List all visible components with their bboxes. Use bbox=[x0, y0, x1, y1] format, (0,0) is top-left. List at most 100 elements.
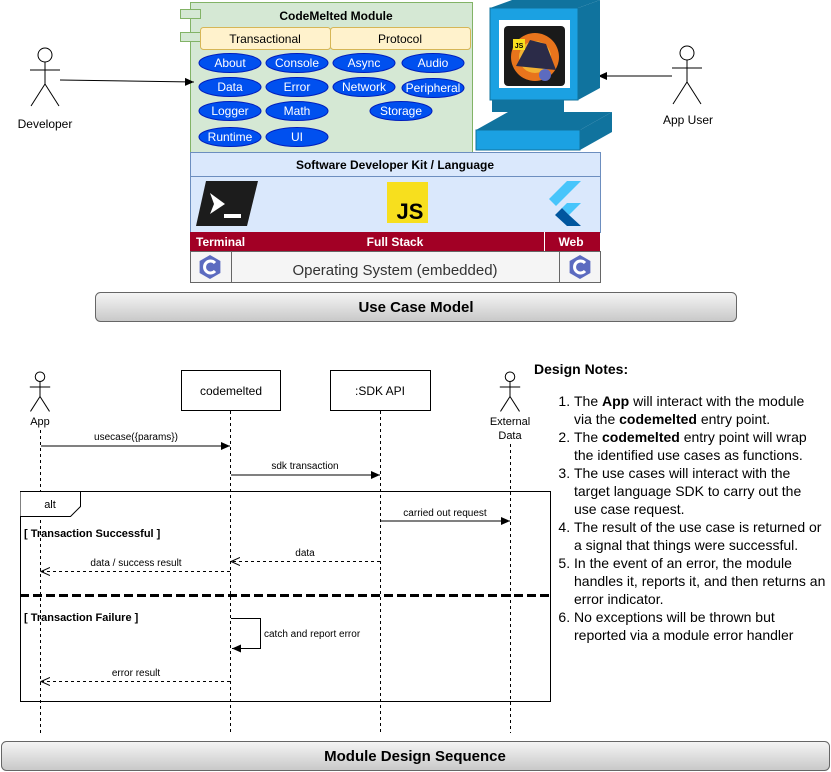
module-design-bar bbox=[1, 741, 830, 771]
computer-icon: JS bbox=[475, 0, 612, 151]
note-text: The result of the use case is returned o… bbox=[574, 519, 822, 553]
use-case-label: Runtime bbox=[208, 130, 253, 144]
design-note-item: The use cases will interact with the tar… bbox=[574, 464, 826, 518]
design-note-item: The result of the use case is returned o… bbox=[574, 518, 826, 554]
guard-success: [ Transaction Successful ] bbox=[24, 528, 161, 540]
lifeline-codemelted-label: codemelted bbox=[200, 384, 262, 398]
note-text: entry point will wrap the identified use… bbox=[574, 429, 807, 463]
bar-fullstack: Full Stack bbox=[367, 235, 424, 249]
msg-usecase: usecase({params}) bbox=[94, 432, 178, 443]
note-text: The use cases will interact with the tar… bbox=[574, 465, 802, 517]
use-case-ui: UI bbox=[265, 127, 329, 147]
lifeline-sdk-api-label: :SDK API bbox=[355, 384, 405, 398]
use-case-model-bar bbox=[95, 292, 737, 322]
category-transactional: Transactional bbox=[229, 32, 301, 46]
lifeline-external-label-2: Data bbox=[498, 430, 522, 442]
use-case-math: Math bbox=[265, 101, 329, 121]
os-box bbox=[190, 251, 601, 283]
js-icon: JS bbox=[387, 182, 428, 224]
lifeline-codemelted-box bbox=[181, 370, 281, 411]
use-case-label: Async bbox=[348, 56, 381, 70]
note-text: In the event of an error, the module han… bbox=[574, 555, 826, 607]
msg-self-arrow bbox=[231, 618, 261, 653]
msg-carried-out: carried out request bbox=[403, 508, 487, 519]
c-language-icon bbox=[569, 255, 591, 279]
note-text: The bbox=[574, 393, 603, 409]
svg-text:JS: JS bbox=[515, 43, 524, 50]
use-case-network: Network bbox=[332, 77, 396, 97]
use-case-label: Math bbox=[284, 104, 311, 118]
use-case-label: Network bbox=[342, 80, 387, 94]
app-logo-icon: JS bbox=[504, 26, 565, 86]
runtime-bar bbox=[190, 232, 600, 251]
msg-error-result: error result bbox=[112, 668, 161, 679]
use-case-label: Audio bbox=[418, 56, 449, 70]
module-title: CodeMelted Module bbox=[279, 9, 393, 23]
bar-terminal: Terminal bbox=[196, 235, 245, 249]
design-notes: Design Notes: The App will interact with… bbox=[534, 360, 826, 644]
developer-label: Developer bbox=[18, 117, 73, 131]
use-case-peripheral: Peripheral bbox=[401, 78, 465, 98]
c-language-icon bbox=[199, 255, 221, 279]
os-label: Operating System (embedded) bbox=[292, 262, 497, 279]
developer-arrow bbox=[59, 77, 195, 86]
note-emphasis: App bbox=[602, 393, 630, 409]
note-text: will interact with the module via the bbox=[574, 393, 805, 427]
use-case-runtime: Runtime bbox=[198, 127, 262, 147]
alt-fragment-tab bbox=[20, 491, 81, 517]
lifeline-sdk-api-box bbox=[330, 370, 431, 411]
use-case-label: Error bbox=[284, 80, 311, 94]
actor-app bbox=[29, 371, 51, 412]
use-case-about: About bbox=[198, 53, 262, 73]
msg-catch-report: catch and report error bbox=[264, 629, 361, 640]
lifeline-app-label: App bbox=[30, 416, 50, 428]
app-user-label: App User bbox=[663, 113, 713, 127]
component-tab-icon bbox=[180, 9, 201, 19]
lifeline-external-label-1: External bbox=[490, 416, 530, 428]
design-notes-title: Design Notes: bbox=[534, 361, 629, 377]
actor-external-data bbox=[499, 371, 521, 412]
note-text: entry point. bbox=[696, 411, 771, 427]
note-text: The bbox=[574, 429, 603, 445]
design-note-item: The codemelted entry point will wrap the… bbox=[574, 428, 826, 464]
component-tab-icon bbox=[180, 32, 201, 42]
use-case-storage: Storage bbox=[369, 101, 433, 121]
use-case-data: Data bbox=[198, 77, 262, 97]
guard-failure: [ Transaction Failure ] bbox=[24, 612, 139, 624]
note-emphasis: codemelted bbox=[602, 429, 680, 445]
terminal-icon bbox=[196, 181, 258, 226]
actor-app-user bbox=[672, 45, 702, 105]
use-case-logger: Logger bbox=[198, 101, 262, 121]
use-case-audio: Audio bbox=[401, 53, 465, 73]
alt-label: alt bbox=[44, 499, 56, 511]
design-note-item: No exceptions will be thrown but reporte… bbox=[574, 608, 826, 644]
use-case-label: About bbox=[214, 56, 246, 70]
use-case-label: Console bbox=[275, 56, 319, 70]
design-notes-list: The App will interact with the module vi… bbox=[534, 392, 826, 644]
use-case-error: Error bbox=[265, 77, 329, 97]
use-case-label: Logger bbox=[211, 104, 248, 118]
use-case-model-title: Use Case Model bbox=[358, 299, 473, 316]
js-logo-text: JS bbox=[397, 199, 424, 224]
flutter-icon bbox=[549, 181, 581, 226]
design-note-item: The App will interact with the module vi… bbox=[574, 392, 826, 428]
design-note-item: In the event of an error, the module han… bbox=[574, 554, 826, 608]
note-text: No exceptions will be thrown but reporte… bbox=[574, 609, 794, 643]
category-protocol-box bbox=[330, 27, 471, 50]
use-case-console: Console bbox=[265, 53, 329, 73]
msg-sdk-transaction: sdk transaction bbox=[271, 461, 338, 472]
actor-developer bbox=[30, 47, 60, 107]
msg-data-success: data / success result bbox=[90, 558, 181, 569]
category-protocol: Protocol bbox=[378, 32, 422, 46]
use-case-label: Peripheral bbox=[406, 81, 461, 95]
use-case-label: UI bbox=[291, 130, 303, 144]
module-design-title: Module Design Sequence bbox=[324, 748, 506, 765]
use-case-label: Data bbox=[217, 80, 243, 94]
use-case-label: Storage bbox=[380, 104, 422, 118]
use-case-async: Async bbox=[332, 53, 396, 73]
msg-data: data bbox=[295, 548, 315, 559]
bar-web: Web bbox=[558, 235, 583, 249]
note-emphasis: codemelted bbox=[619, 411, 697, 427]
